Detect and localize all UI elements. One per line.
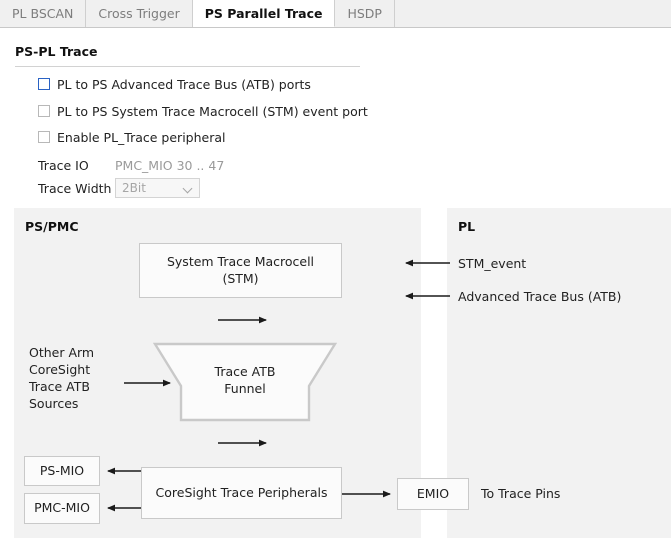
ps-pmc-panel-title: PS/PMC [25, 219, 79, 234]
checkbox-atb-ports[interactable] [38, 78, 50, 90]
coresight-trace-peripherals-box: CoreSight Trace Peripherals [141, 467, 342, 519]
emio-label: EMIO [416, 485, 450, 501]
funnel-label-line2: Funnel [224, 380, 266, 396]
trace-atb-funnel-shape: Trace ATB Funnel [152, 342, 338, 422]
sources-line1: Other Arm [29, 345, 95, 360]
trace-width-label: Trace Width [38, 181, 112, 196]
pmc-mio-label: PMC-MIO [34, 500, 90, 516]
sources-line2: CoreSight [29, 361, 91, 377]
checkbox-row-stm-event-port[interactable]: PL to PS System Trace Macrocell (STM) ev… [38, 103, 368, 119]
ps-mio-label: PS-MIO [39, 462, 85, 478]
ps-mio-box: PS-MIO [24, 456, 100, 486]
tab-label: HSDP [347, 6, 382, 21]
section-title: PS-PL Trace [15, 44, 98, 59]
funnel-outline-icon [152, 342, 338, 422]
stm-event-signal-label: STM_event [458, 256, 527, 271]
to-trace-pins-label: To Trace Pins [481, 486, 561, 501]
sources-line4: Sources [29, 395, 79, 411]
sources-line3: Trace ATB [29, 378, 90, 394]
trace-io-label: Trace IO [38, 158, 89, 173]
tab-bar-filler [394, 0, 671, 27]
checkbox-label: Enable PL_Trace peripheral [57, 129, 226, 145]
trace-io-value: PMC_MIO 30 .. 47 [115, 158, 225, 173]
stm-box: System Trace Macrocell (STM) [139, 243, 342, 298]
tab-label: PS Parallel Trace [204, 5, 323, 21]
other-arm-coresight-sources-label: Other Arm CoreSight Trace ATB Sources [29, 345, 94, 413]
pl-panel [447, 208, 671, 538]
tab-bar: PL BSCAN Cross Trigger PS Parallel Trace… [0, 0, 671, 28]
trace-width-select[interactable]: 2Bit [115, 178, 200, 198]
tab-pl-bscan[interactable]: PL BSCAN [0, 0, 87, 27]
tab-hsdp[interactable]: HSDP [335, 0, 395, 27]
checkbox-stm-event-port[interactable] [38, 105, 50, 117]
checkbox-enable-pl-trace[interactable] [38, 131, 50, 143]
checkbox-label: PL to PS System Trace Macrocell (STM) ev… [57, 103, 368, 119]
pl-panel-title: PL [458, 219, 476, 234]
section-divider [15, 66, 360, 67]
funnel-label: Trace ATB Funnel [153, 364, 337, 398]
funnel-label-line1: Trace ATB [214, 364, 276, 379]
checkbox-label: PL to PS Advanced Trace Bus (ATB) ports [57, 76, 311, 92]
pmc-mio-box: PMC-MIO [24, 493, 100, 524]
trace-width-selected-value: 2Bit [122, 181, 146, 195]
tab-cross-trigger[interactable]: Cross Trigger [86, 0, 193, 27]
stm-box-line1: System Trace Macrocell [166, 253, 315, 269]
checkbox-row-atb-ports[interactable]: PL to PS Advanced Trace Bus (ATB) ports [38, 76, 311, 92]
stm-box-line2: (STM) [222, 270, 259, 286]
advanced-trace-bus-signal-label: Advanced Trace Bus (ATB) [458, 289, 622, 304]
tab-label: PL BSCAN [12, 6, 74, 21]
chevron-down-icon [184, 184, 193, 193]
tab-ps-parallel-trace[interactable]: PS Parallel Trace [192, 0, 336, 27]
tab-label: Cross Trigger [98, 6, 180, 21]
emio-box: EMIO [397, 478, 469, 510]
checkbox-row-enable-pl-trace[interactable]: Enable PL_Trace peripheral [38, 129, 226, 145]
coresight-box-label: CoreSight Trace Peripherals [155, 484, 328, 500]
